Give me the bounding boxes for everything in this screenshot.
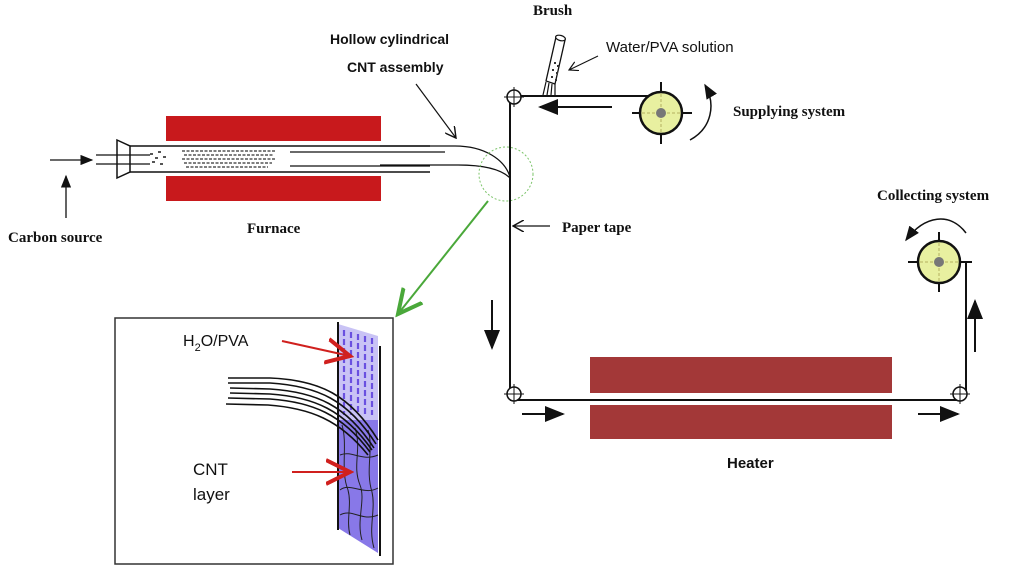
inset-magnified-view: H2O/PVA CNT layer	[114, 317, 394, 565]
furnace-top-block	[166, 116, 381, 141]
brush	[542, 34, 566, 96]
furnace-bottom-block	[166, 176, 381, 201]
heater-top-block	[590, 357, 892, 393]
water-pva-pointer	[569, 55, 599, 70]
hollow-cnt-pointer	[415, 83, 456, 138]
supplying-system-label: Supplying system	[733, 104, 846, 120]
inset-cnt-label-line1: CNT	[193, 460, 228, 479]
catalyst-particles	[150, 151, 166, 165]
hollow-cnt-label-line2: CNT assembly	[347, 59, 444, 75]
inset-h2o-pva-label: H2O/PVA	[183, 333, 249, 354]
cnt-assembly-lower	[380, 164, 511, 179]
brush-label: Brush	[533, 3, 573, 19]
supplying-roller	[632, 82, 692, 144]
cnt-assembly-upper	[380, 145, 511, 178]
h2o-pva-pointer	[281, 341, 350, 356]
paper-tape-label: Paper tape	[562, 220, 632, 236]
furnace-label: Furnace	[247, 221, 301, 237]
water-pva-label: Water/PVA solution	[606, 39, 734, 56]
cnt-bundle	[225, 377, 379, 456]
carbon-source-inlet: Carbon source	[8, 154, 103, 246]
collecting-rotation-arrow	[905, 218, 967, 242]
reactor-tube	[96, 138, 445, 180]
hollow-cnt-label-line1: Hollow cylindrical	[330, 31, 449, 47]
heater-label: Heater	[727, 455, 774, 472]
guide-roller-bottom-left	[504, 384, 524, 404]
inset-cnt-label-line2: layer	[193, 485, 230, 504]
guide-roller-top-left	[504, 87, 524, 107]
zoom-region-circle	[478, 146, 534, 202]
guide-roller-bottom-right	[950, 384, 970, 404]
carbon-source-label: Carbon source	[8, 230, 103, 246]
supplying-rotation-arrow	[689, 83, 717, 141]
paper-tape-path	[509, 95, 967, 401]
zoom-arrow	[398, 200, 489, 314]
tube-inlet-flange	[116, 138, 131, 180]
heater-bottom-block	[590, 405, 892, 439]
collecting-roller	[908, 232, 972, 292]
collecting-system-label: Collecting system	[877, 188, 990, 204]
cnt-network	[339, 424, 379, 549]
cnt-layer	[338, 420, 378, 553]
